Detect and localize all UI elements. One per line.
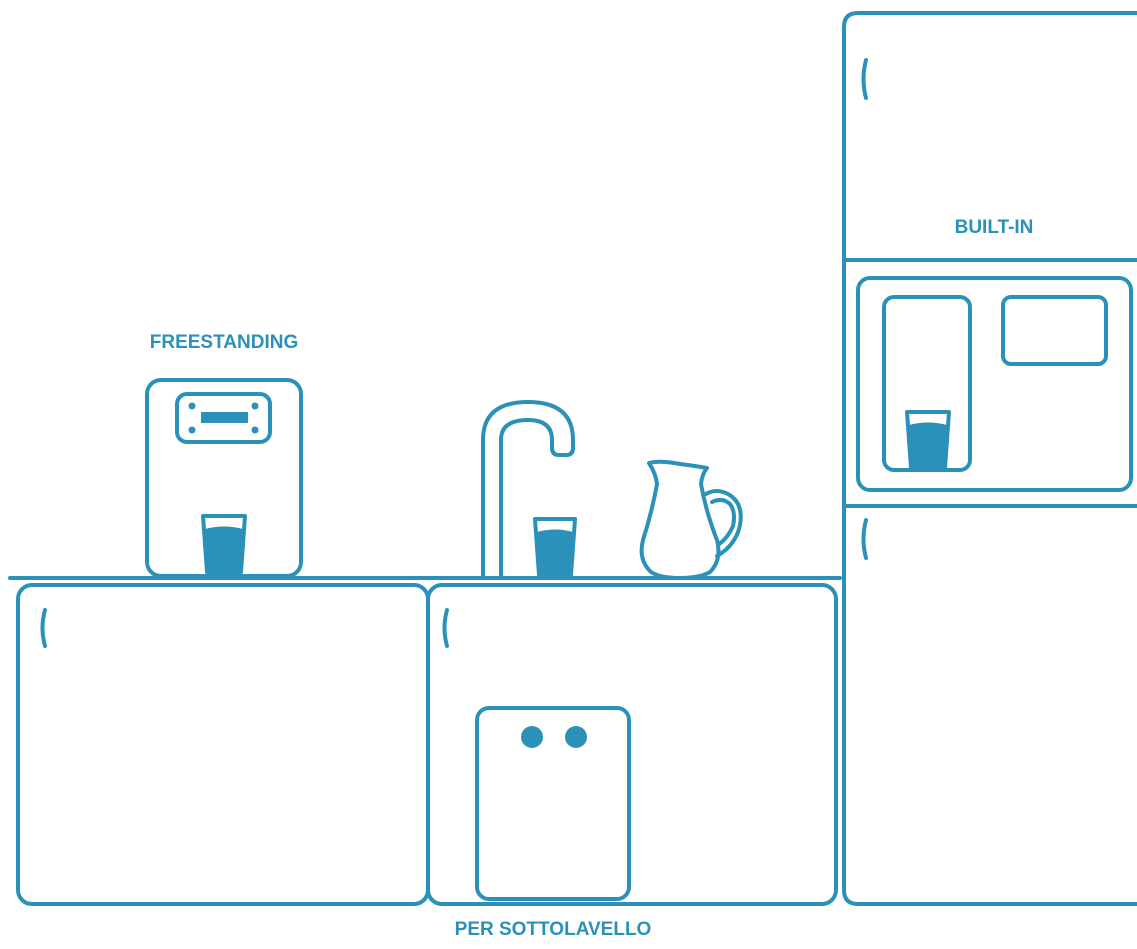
cabinet-handle-right (445, 610, 448, 646)
tall-cabinet-bottom (844, 506, 1137, 904)
freestanding-label: FREESTANDING (150, 332, 298, 353)
dispenser-display (201, 412, 248, 423)
lower-cabinet-right (428, 585, 836, 904)
water-dispenser-icon (147, 380, 301, 576)
lower-cabinets (18, 585, 836, 904)
glass-of-water-icon (203, 516, 245, 572)
under-sink-label: PER SOTTOLAVELLO (455, 919, 652, 940)
under-sink-indicator-right (565, 726, 587, 748)
lower-cabinet-left (18, 585, 428, 904)
tall-cabinet (844, 13, 1137, 904)
built-in-dispenser-icon (858, 278, 1131, 490)
glass-of-water-icon (535, 519, 575, 575)
dispenser-button (252, 427, 259, 434)
cabinet-handle-left (43, 610, 46, 646)
dispenser-button (189, 403, 196, 410)
dispenser-button (189, 427, 196, 434)
built-in-display-panel (1003, 297, 1106, 364)
under-sink-filter-icon (477, 708, 629, 899)
tall-cabinet-handle-top (864, 60, 867, 98)
glass-of-water-icon (907, 412, 949, 468)
pitcher-icon (642, 462, 741, 578)
dispenser-button (252, 403, 259, 410)
built-in-label: BUILT-IN (955, 217, 1034, 238)
tall-cabinet-handle-bottom (864, 520, 867, 558)
under-sink-indicator-left (521, 726, 543, 748)
